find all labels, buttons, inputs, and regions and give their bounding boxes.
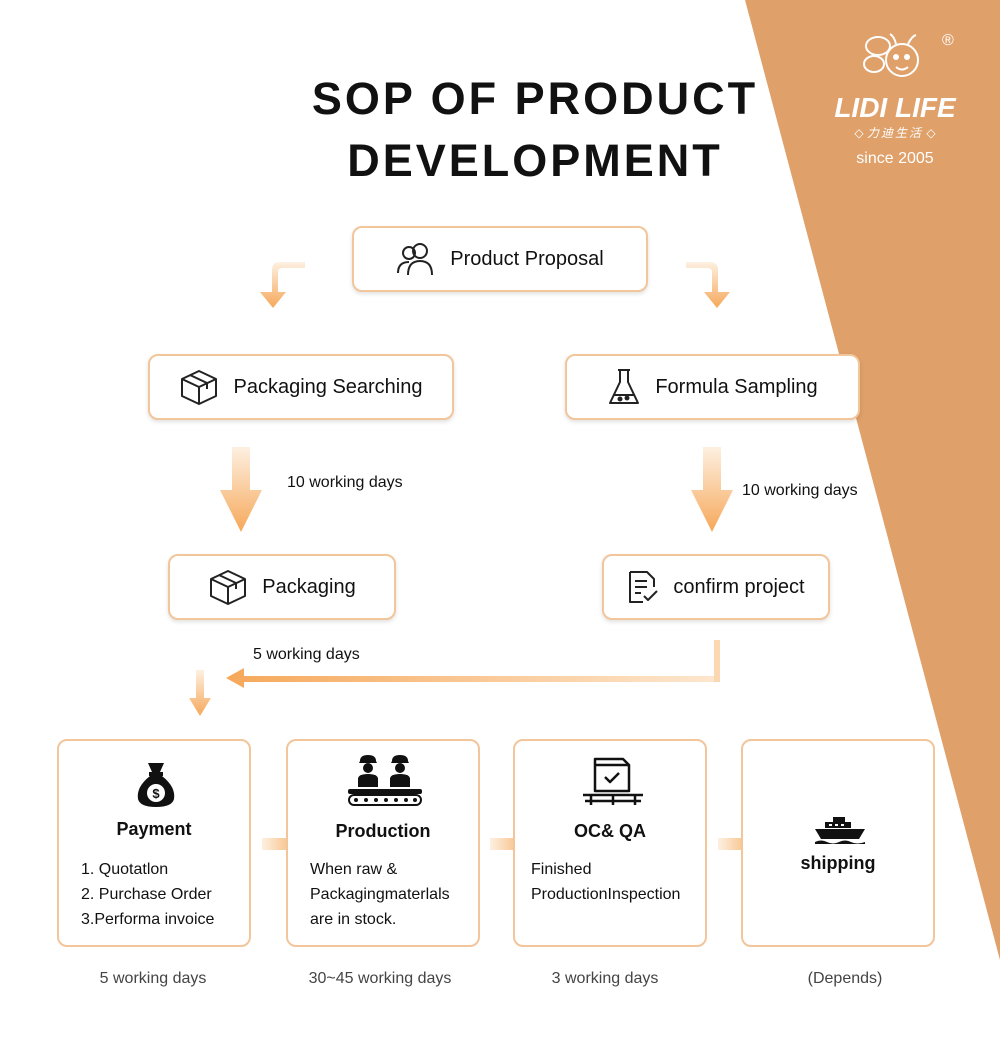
ship-icon <box>815 817 865 844</box>
step-line: Finished <box>531 861 592 878</box>
duration-packaging-search: 10 working days <box>287 474 403 491</box>
step-duration-payment: 5 working days <box>99 970 207 987</box>
inspection-box-icon <box>583 757 643 805</box>
node-label: Product Proposal <box>450 247 604 270</box>
arrow-formula-down <box>691 447 733 532</box>
step-card-payment: $ Payment 1. Quotatlon 2. Purchase Order… <box>57 739 251 947</box>
step-title: OC& QA <box>574 821 646 841</box>
step-duration-qa: 3 working days <box>551 970 659 987</box>
registered-mark: ® <box>942 32 954 49</box>
step-duration-production: 30~45 working days <box>308 970 452 987</box>
step-duration-shipping: (Depends) <box>807 970 883 987</box>
node-label: confirm project <box>673 575 805 598</box>
brand-logo: ® LIDI LIFE ◇ 力迪生活 ◇ since 2005 <box>820 30 970 170</box>
step-card-shipping: shipping <box>741 739 935 947</box>
step-title: Payment <box>116 819 192 839</box>
box-icon <box>210 570 247 605</box>
arrow-confirm-vertical <box>714 640 720 682</box>
page-title-line2: DEVELOPMENT <box>347 135 723 186</box>
brand-chinese-name: ◇ 力迪生活 ◇ <box>820 124 970 141</box>
node-packaging-searching: Packaging Searching <box>148 354 454 420</box>
duration-confirm-to-payment: 5 working days <box>253 646 360 663</box>
duration-formula-sampling: 10 working days <box>742 482 858 499</box>
step-line: 1. Quotatlon <box>81 861 169 878</box>
step-card-production: Production When raw & Packagingmaterlals… <box>286 739 480 947</box>
step-line: 2. Purchase Order <box>81 886 212 903</box>
node-label: Packaging Searching <box>233 375 423 398</box>
step-line: 3.Performa invoice <box>81 911 215 928</box>
money-bag-icon: $ <box>137 763 175 807</box>
arrow-proposal-to-formula <box>686 262 730 308</box>
brand-chinese-text: 力迪生活 <box>866 126 923 140</box>
arrow-packaging-search-down <box>220 447 262 532</box>
people-icon <box>397 243 434 276</box>
diamond-icon: ◇ <box>926 126 936 140</box>
node-formula-sampling: Formula Sampling <box>565 354 860 420</box>
svg-text:$: $ <box>152 786 160 801</box>
step-title: Production <box>335 821 431 841</box>
arrow-confirm-to-payment <box>226 640 720 688</box>
node-label: Packaging <box>262 575 356 598</box>
arrow-down-to-payment <box>189 670 211 716</box>
box-icon <box>181 370 218 405</box>
bee-logo-icon <box>863 33 919 77</box>
diamond-icon: ◇ <box>854 126 864 140</box>
brand-since: since 2005 <box>856 150 934 167</box>
brand-name: LIDI LIFE <box>834 92 956 123</box>
page-title-line1: SOP OF PRODUCT <box>311 73 759 124</box>
arrow-proposal-to-packaging-search <box>260 262 305 308</box>
step-line: are in stock. <box>310 911 397 928</box>
workers-icon <box>348 755 422 806</box>
node-packaging: Packaging <box>168 554 396 620</box>
flask-icon <box>609 369 640 404</box>
step-line: When raw & <box>310 861 398 878</box>
document-check-icon <box>629 571 659 603</box>
node-product-proposal: Product Proposal <box>352 226 648 292</box>
step-card-qa: OC& QA Finished ProductionInspection <box>513 739 707 947</box>
step-title: shipping <box>800 853 876 873</box>
node-label: Formula Sampling <box>655 375 818 398</box>
step-line: ProductionInspection <box>531 886 681 903</box>
node-confirm-project: confirm project <box>602 554 830 620</box>
step-line: Packagingmaterlals <box>310 886 450 903</box>
